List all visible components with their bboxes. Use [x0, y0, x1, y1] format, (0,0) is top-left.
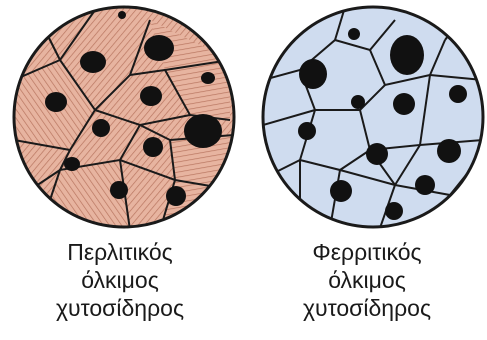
pearlitic-caption: Περλιτικός όλκιμος χυτοσίδηρος [0, 238, 240, 322]
ferritic-caption: Φερριτικός όλκιμος χυτοσίδηρος [247, 238, 487, 322]
caption-line: όλκιμος [247, 266, 487, 294]
caption-line: χυτοσίδηρος [247, 294, 487, 322]
pearlitic-circle [14, 7, 234, 230]
ferritic-circle [263, 7, 483, 228]
caption-line: Περλιτικός [0, 238, 240, 266]
caption-line: όλκιμος [0, 266, 240, 294]
caption-line: Φερριτικός [247, 238, 487, 266]
caption-line: χυτοσίδηρος [0, 294, 240, 322]
